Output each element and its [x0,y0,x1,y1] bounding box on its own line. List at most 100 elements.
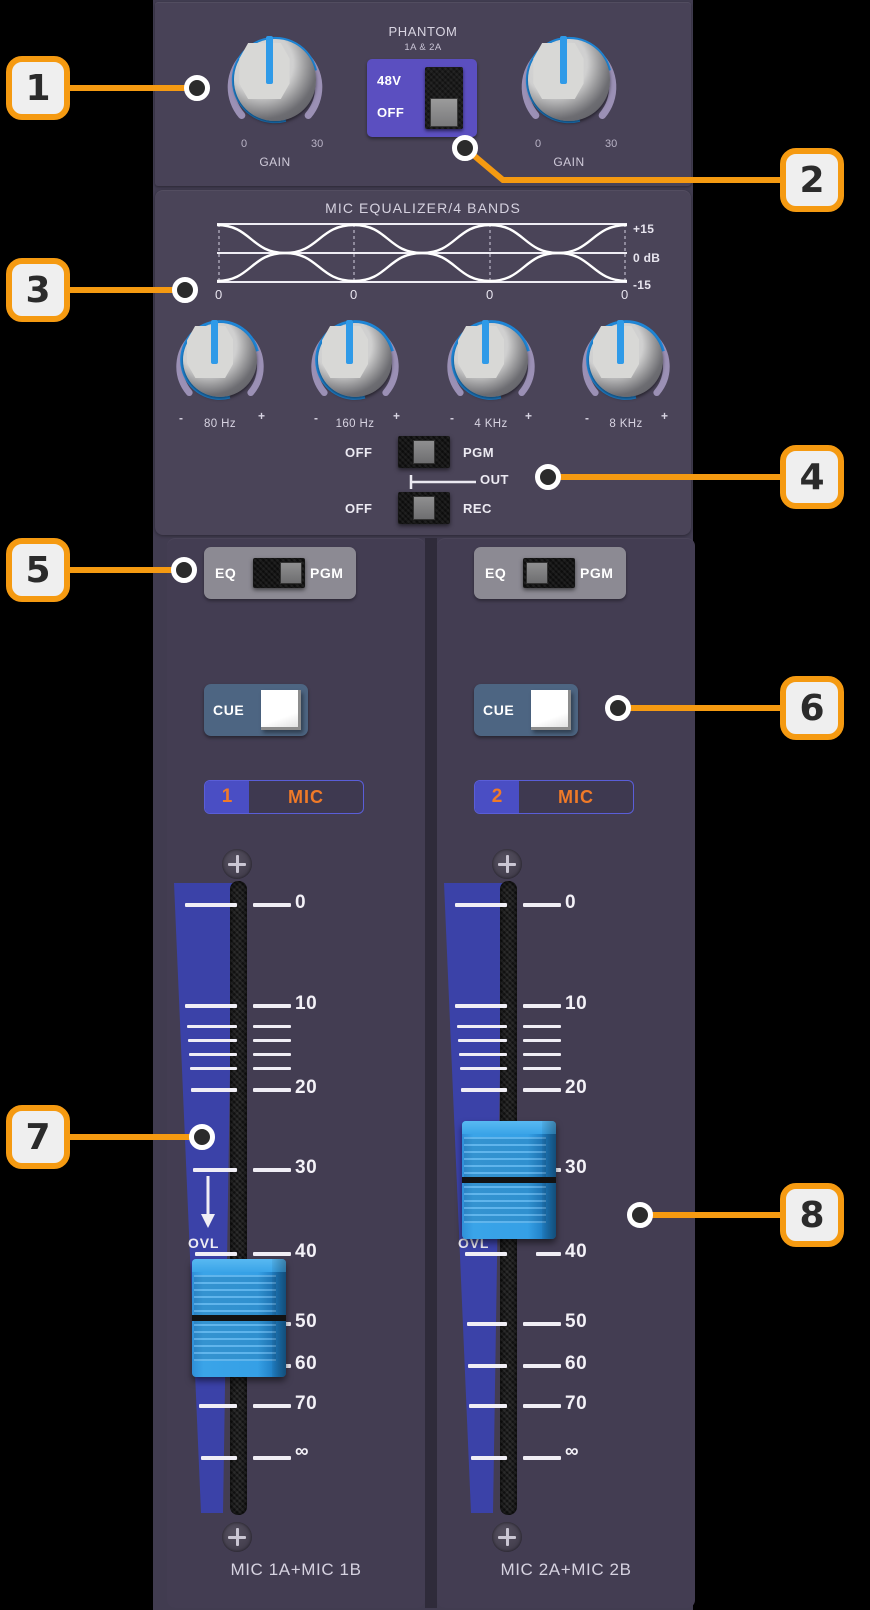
ch2-cue-lamp[interactable] [531,690,571,730]
ch2-taper-tick [460,1067,507,1070]
eq-4khz-freq-label: 4 KHz [474,418,508,430]
ch2-taper-tick [471,1456,507,1460]
ch1-eq-pgm-lever [280,561,302,585]
ch2-ovl-label: OVL [458,1235,490,1251]
fader-handle-channel-2[interactable] [462,1121,556,1239]
callout-dot-3 [172,277,198,303]
ch2-scale-num-50: 50 [565,1311,588,1332]
gain-knob-right-cap [528,39,610,121]
eq-rec-label: REC [463,501,492,516]
ch2-scale-subtick [523,1053,561,1056]
eq-pgm-switch-channel-2[interactable]: EQ PGM [474,547,626,599]
phantom-power-box[interactable]: 48V OFF [367,59,477,137]
channel-strip-1: EQ PGM CUE 1 MIC [167,538,425,1608]
eq-knob-80hz[interactable] [172,312,268,408]
ch1-scale-num-50: 50 [295,1311,318,1332]
callout-dot-6 [605,695,631,721]
gain-knob-left[interactable] [223,28,327,132]
callout-leader-7 [60,1134,208,1140]
eq-knob-160hz[interactable] [307,312,403,408]
eq-pgm-label: PGM [463,445,495,460]
gain-left-label: GAIN [259,155,291,169]
eq-160hz-freq-label: 160 Hz [335,418,375,430]
ch2-scale-tick-70 [523,1404,561,1408]
callout-dot-8 [627,1202,653,1228]
gain-left-max-label: 30 [311,138,324,150]
ch1-taper-tick [190,1067,237,1070]
phantom-off-label: OFF [377,105,405,120]
ch2-taper-tick [455,903,507,907]
eq-pgm-routing-switch[interactable] [398,436,450,468]
ch2-scale-tick-20 [523,1088,561,1092]
ch1-taper-tick [195,1252,237,1256]
ch2-eq-pgm-lever [526,561,548,585]
ch2-scale-tick-0 [523,903,561,907]
ch2-scale-tick-inf [523,1456,561,1460]
callout-leader-1 [60,85,200,91]
channel-strip-2: EQ PGM CUE 2 MIC [437,538,695,1608]
eq-rec-routing-switch[interactable] [398,492,450,524]
ch1-bottom-label: MIC 1A+MIC 1B [230,1560,362,1579]
eq-band-zero-2: 0 [350,287,358,302]
cue-button-channel-1[interactable]: CUE [204,684,308,736]
ch1-cue-lamp[interactable] [261,690,301,730]
ch1-taper-tick [187,1025,237,1028]
callout-dot-4 [535,464,561,490]
phantom-toggle-lever [430,98,458,127]
ch2-eq-pgm-toggle[interactable] [523,558,575,588]
callout-badge-3[interactable]: 3 [6,258,70,322]
callout-badge-6[interactable]: 6 [780,676,844,740]
ch1-tag-number: 1 [205,781,249,813]
ch2-taper-tick [469,1404,507,1408]
callout-dot-5 [171,557,197,583]
callout-badge-7[interactable]: 7 [6,1105,70,1169]
ch1-scale-subtick [253,1025,291,1028]
ch1-scale-tick-inf [253,1456,291,1460]
callout-badge-5[interactable]: 5 [6,538,70,602]
ch1-scale-subtick [253,1067,291,1070]
ch1-bottom-screw [222,1522,252,1552]
ch1-scale-subtick [253,1039,291,1042]
ch1-scale-tick-40 [253,1252,291,1256]
fader-slot-channel-1[interactable] [230,881,247,1515]
ch1-ovl-arrow-icon [201,1176,215,1228]
ch2-taper-tick [457,1025,507,1028]
phantom-toggle-switch[interactable] [425,67,463,129]
fader-handle-channel-1[interactable] [192,1259,286,1377]
eq-80hz-freq-label: 80 Hz [203,418,237,430]
eq-out-label: OUT [480,472,509,487]
eq-knob-8khz[interactable] [578,312,674,408]
channel-divider [425,538,437,1608]
ch2-scale-num-60: 60 [565,1353,588,1374]
ch2-bottom-screw [492,1522,522,1552]
eq-knob-4khz[interactable] [443,312,539,408]
callout-leader-8 [648,1212,786,1218]
callout-badge-1[interactable]: 1 [6,56,70,120]
eq-title: MIC EQUALIZER/4 BANDS [325,200,521,216]
eq-pgm-switch-channel-1[interactable]: EQ PGM [204,547,356,599]
ch2-scale-num-40: 40 [565,1241,588,1262]
ch2-scale-tick-40 [536,1252,561,1256]
callout-badge-4[interactable]: 4 [780,445,844,509]
eq-8khz-freq-label: 8 KHz [609,418,643,430]
ch2-scale-subtick [523,1039,561,1042]
ch2-scale-tick-50 [523,1322,561,1326]
ch2-taper-tick [465,1252,507,1256]
eq-8khz-minus: - [585,411,589,425]
eq-pgm-routing-lever [413,440,435,464]
ch1-eq-pgm-toggle[interactable] [253,558,305,588]
ch1-scale-num-40: 40 [295,1241,318,1262]
ch1-cue-label: CUE [213,702,245,718]
ch2-scale-tick-60 [523,1364,561,1368]
callout-leader-6 [626,705,786,711]
ch2-scale-num-30: 30 [565,1157,588,1178]
ch2-scale-num-inf: ∞ [565,1441,580,1462]
callout-badge-2[interactable]: 2 [780,148,844,212]
callout-leader-5 [60,567,190,573]
eq-80hz-plus: + [258,409,266,423]
ch2-scale-subtick [523,1025,561,1028]
gain-knob-right[interactable] [517,28,621,132]
cue-button-channel-2[interactable]: CUE [474,684,578,736]
callout-badge-8[interactable]: 8 [780,1183,844,1247]
eq-response-graph [217,223,627,284]
